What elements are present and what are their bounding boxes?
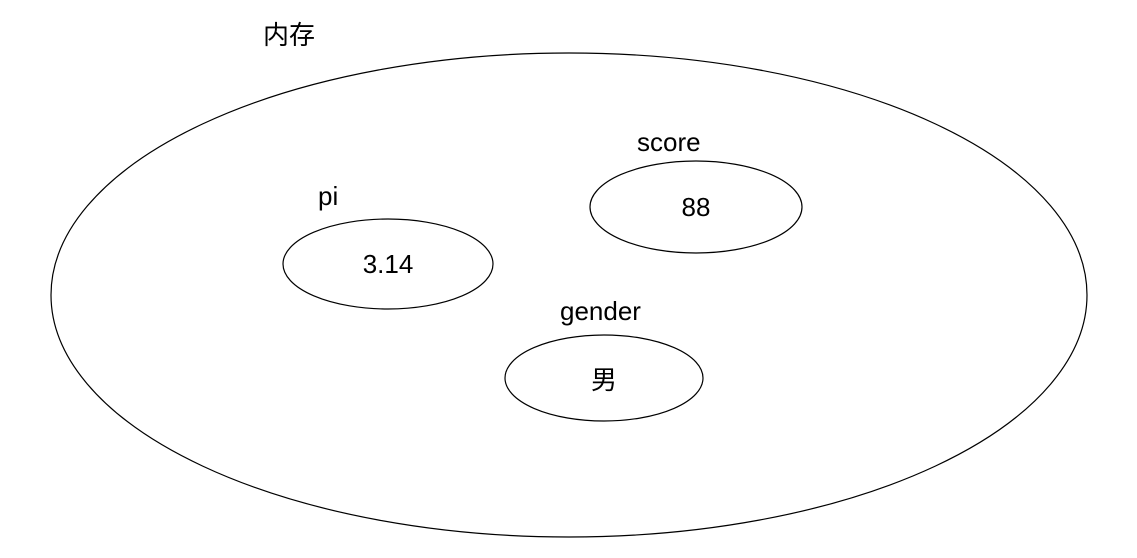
variable-value-score: 88: [681, 191, 711, 222]
variable-value-pi: 3.14: [362, 248, 414, 279]
variable-name-gender: gender: [560, 296, 641, 326]
variable-name-score: score: [637, 127, 701, 157]
pi-ellipse: [282, 218, 494, 310]
gender-ellipse: [504, 334, 704, 422]
score-ellipse: [589, 160, 803, 254]
variable-value-gender: 男: [590, 364, 617, 395]
variable-name-pi: pi: [318, 181, 339, 211]
memory-ellipse: [50, 52, 1088, 538]
memory-label: 内存: [263, 20, 316, 50]
